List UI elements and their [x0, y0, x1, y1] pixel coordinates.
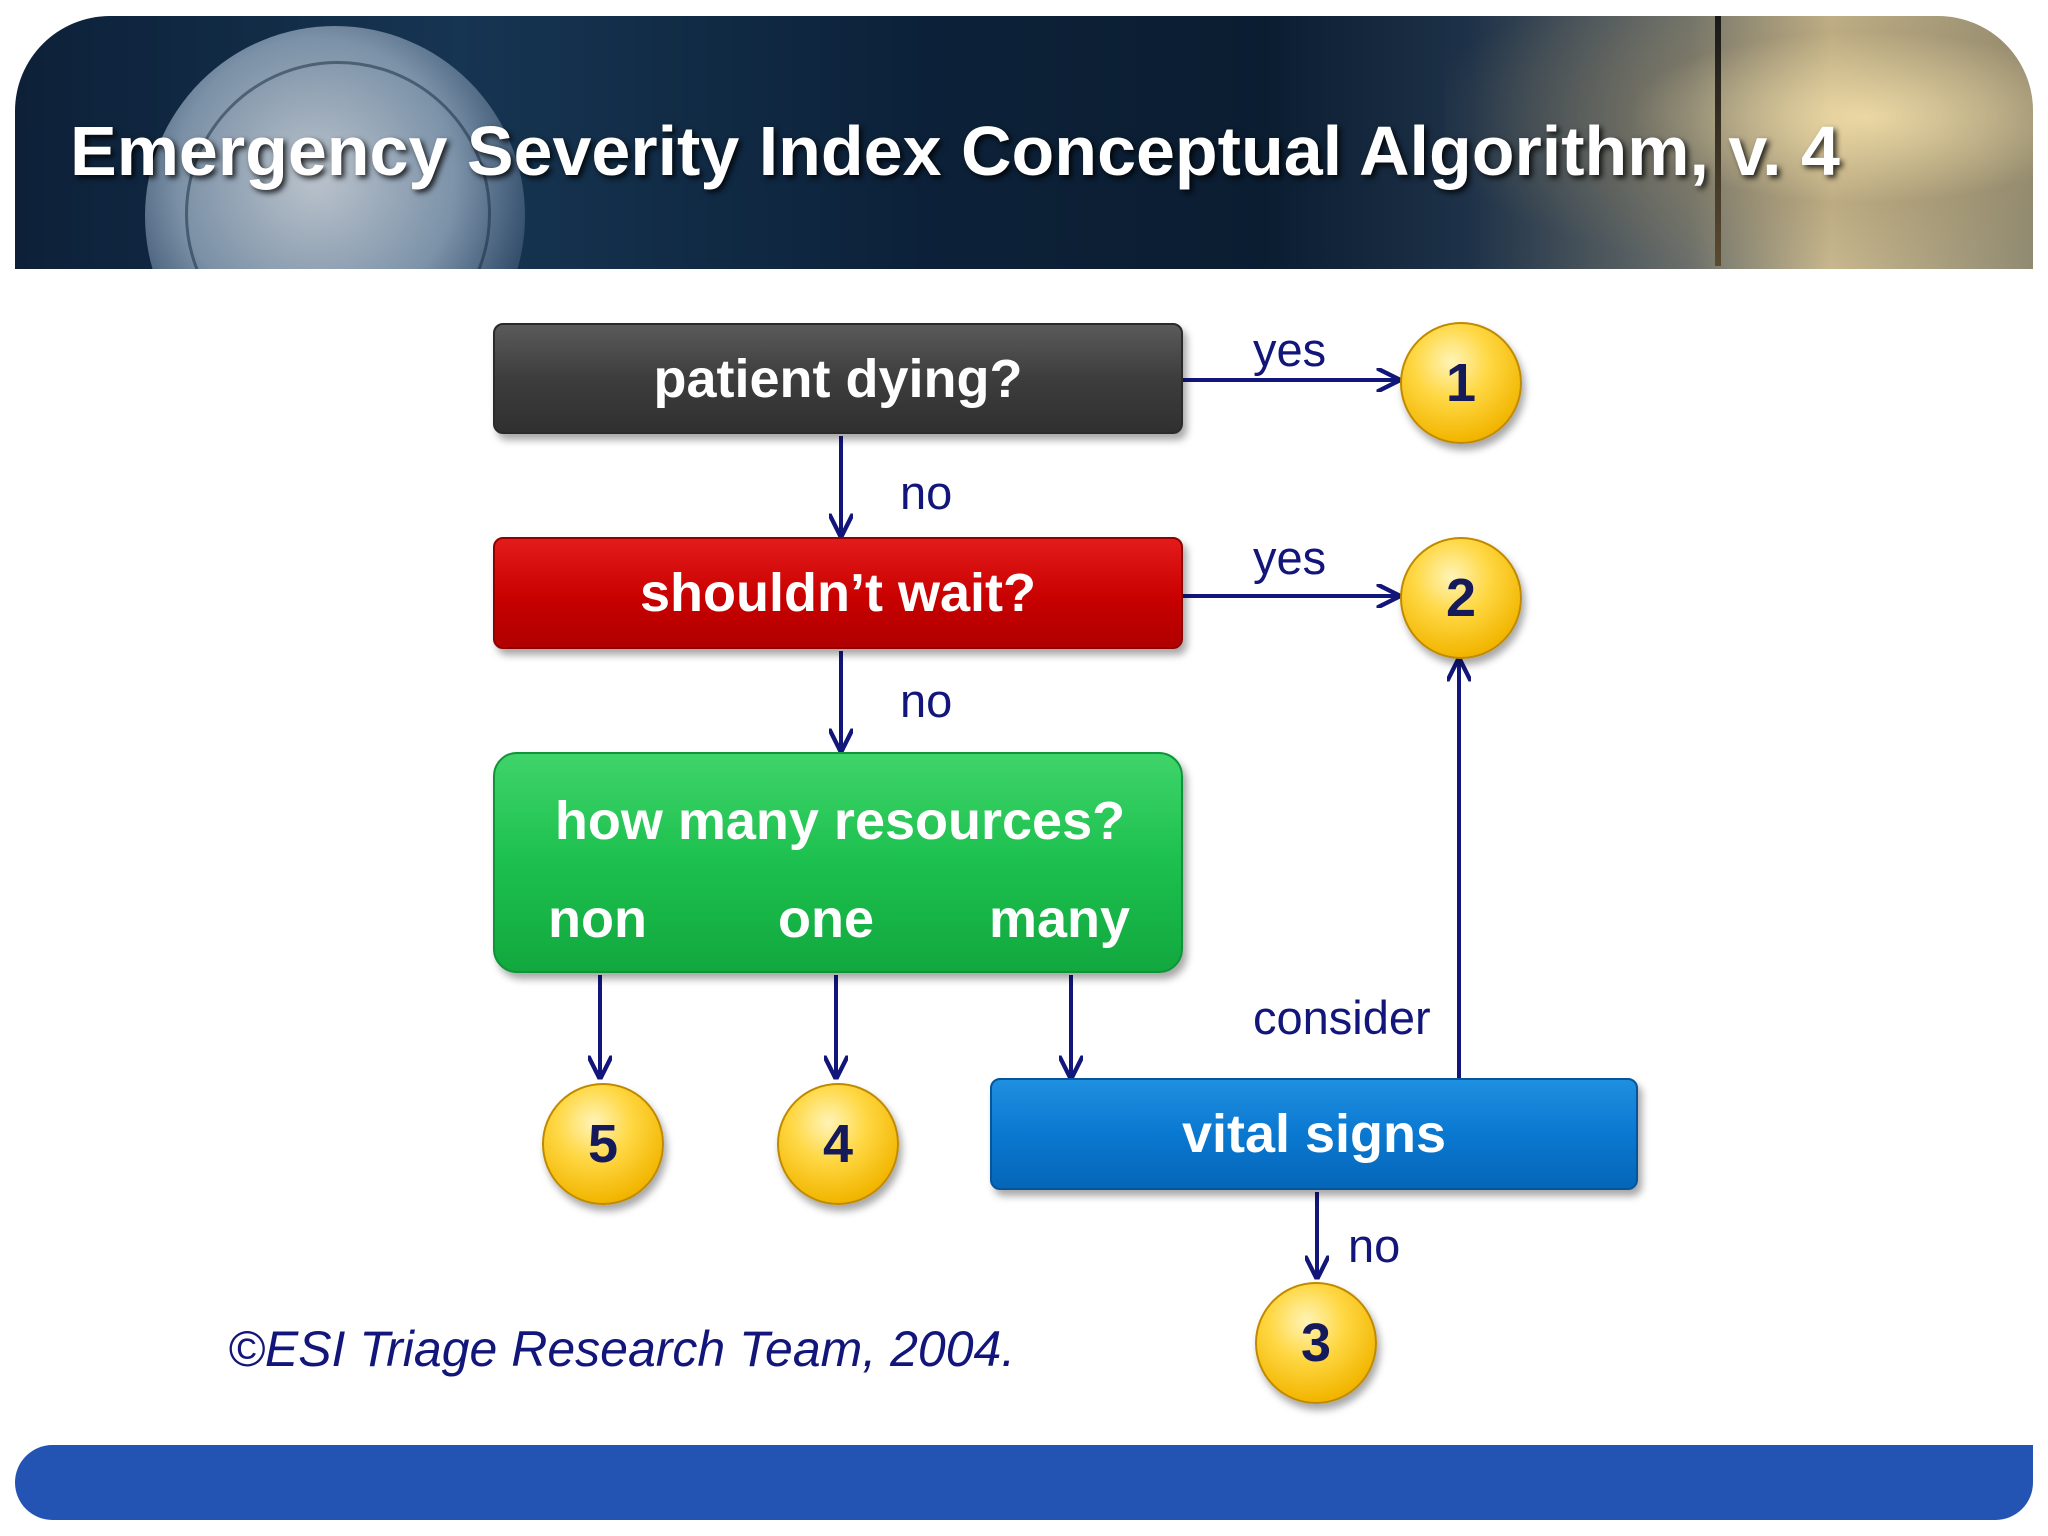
page-title: Emergency Severity Index Conceptual Algo… — [70, 112, 1840, 190]
edge-label-no-wait: no — [900, 674, 953, 727]
esi-level-5-circle: 5 — [542, 1083, 664, 1205]
esi-level-5-number: 5 — [587, 1114, 619, 1174]
resources-option-one: one — [778, 889, 875, 949]
esi-level-3-number: 3 — [1300, 1313, 1332, 1373]
resources-question: how many resources? — [554, 791, 1126, 851]
stethoscope-tube-image — [1715, 16, 1721, 266]
edge-label-yes-wait: yes — [1253, 531, 1327, 584]
resources-option-many: many — [989, 889, 1131, 949]
esi-level-2-number: 2 — [1445, 568, 1477, 628]
esi-level-2-circle: 2 — [1400, 537, 1522, 659]
edge-label-consider: consider — [1253, 991, 1431, 1044]
vital-signs-box: vital signs — [990, 1078, 1638, 1190]
resources-option-none: non — [548, 889, 647, 949]
light-glow-image — [1445, 16, 2033, 269]
copyright-text: ©ESI Triage Research Team, 2004. — [228, 1321, 1016, 1377]
edge-label-yes-dying: yes — [1253, 323, 1327, 376]
esi-level-1-number: 1 — [1445, 353, 1477, 413]
patient-dying-box: patient dying? — [493, 323, 1183, 434]
esi-level-1-circle: 1 — [1400, 322, 1522, 444]
shouldnt-wait-label: shouldn’t wait? — [640, 563, 1036, 623]
esi-level-4-number: 4 — [822, 1114, 854, 1174]
esi-level-4-circle: 4 — [777, 1083, 899, 1205]
footer-bar — [15, 1445, 2033, 1520]
patient-dying-label: patient dying? — [653, 348, 1023, 409]
edge-label-no-vitals: no — [1348, 1219, 1401, 1272]
esi-level-3-circle: 3 — [1255, 1282, 1377, 1404]
header-banner: Emergency Severity Index Conceptual Algo… — [15, 16, 2033, 269]
vital-signs-label: vital signs — [1181, 1104, 1447, 1164]
resources-box: how many resources? non one many — [493, 752, 1183, 973]
shouldnt-wait-box: shouldn’t wait? — [493, 537, 1183, 649]
edge-label-no-dying: no — [900, 466, 953, 519]
